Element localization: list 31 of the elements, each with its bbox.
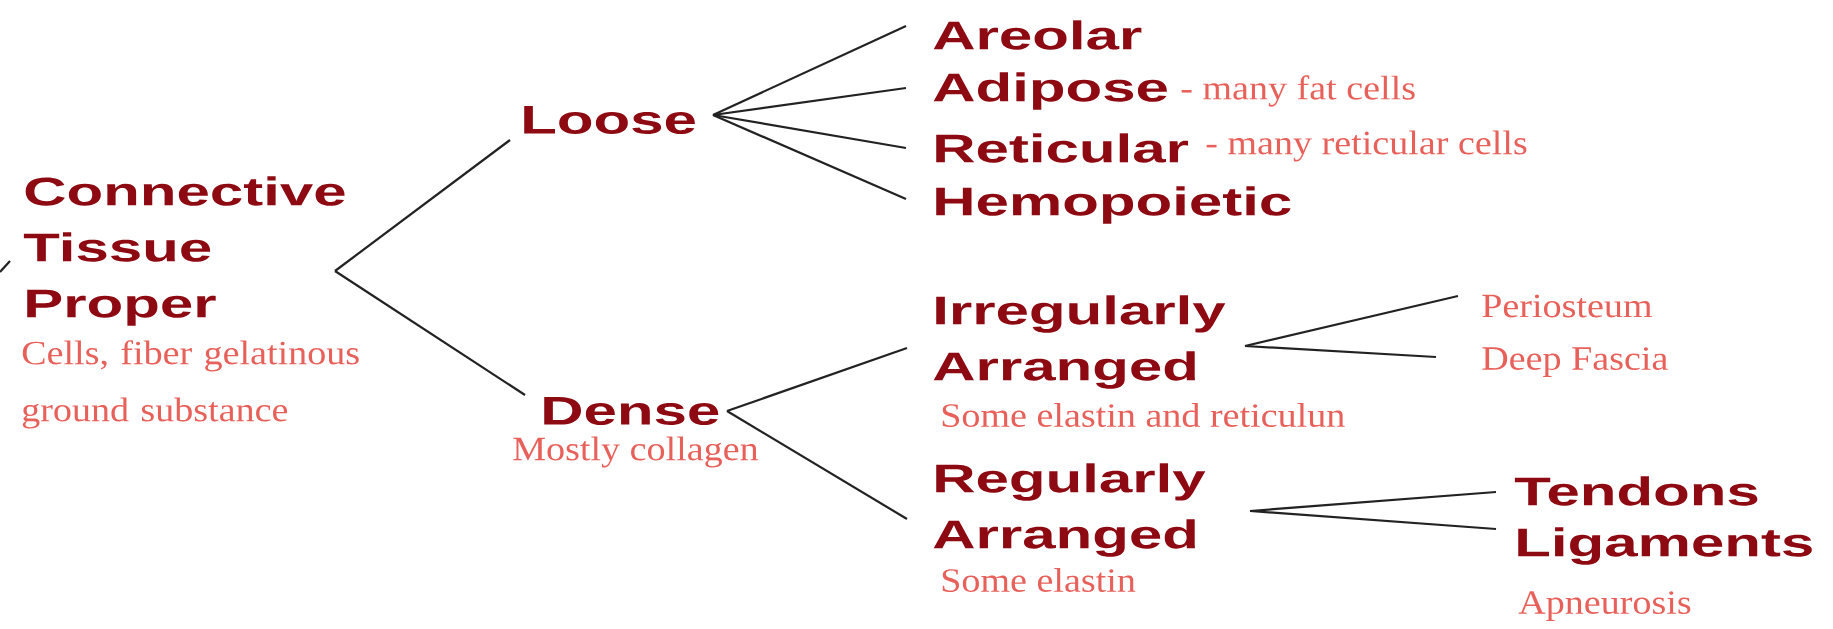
connector-line — [334, 270, 526, 396]
connector-line — [726, 410, 908, 520]
connector-line — [1244, 294, 1459, 348]
term-label: Connective Tissue Proper — [23, 176, 345, 326]
term-label: Adipose — [933, 72, 1167, 110]
note-text: Mostly collagen — [513, 436, 759, 468]
term-label: Irregularly Arranged — [933, 295, 1226, 389]
connector-line — [1244, 344, 1437, 359]
term-label: Reticular — [936, 133, 1189, 163]
note-text: Some elastin — [942, 568, 1136, 592]
connector-line — [712, 113, 907, 150]
connector-line — [712, 114, 907, 200]
note-text: - many reticular cells — [1206, 130, 1527, 162]
term-label: Regularly Arranged — [933, 463, 1206, 557]
term-label: Periosteum — [1482, 294, 1652, 318]
term-label: Loose — [524, 106, 695, 134]
term-label: Deep Fascia — [1482, 347, 1668, 377]
connector-line — [712, 25, 907, 116]
connector-line — [726, 346, 908, 413]
term-label: Hemopoietic — [936, 186, 1291, 224]
term-label: Ligaments — [1518, 527, 1812, 565]
connector-line — [0, 260, 11, 273]
connector-line — [1249, 509, 1497, 531]
note-text: Apneurosis — [1518, 591, 1691, 621]
note-text: Cells, fiber gelatinous ground substance — [22, 340, 359, 429]
term-label: Dense — [544, 397, 719, 425]
term-label: Areolar — [933, 20, 1142, 50]
note-text: Some elastin and reticulun — [942, 403, 1345, 427]
note-text: - many fat cells — [1181, 75, 1415, 107]
term-label: Tendons — [1514, 476, 1758, 506]
connector-line — [334, 139, 511, 272]
